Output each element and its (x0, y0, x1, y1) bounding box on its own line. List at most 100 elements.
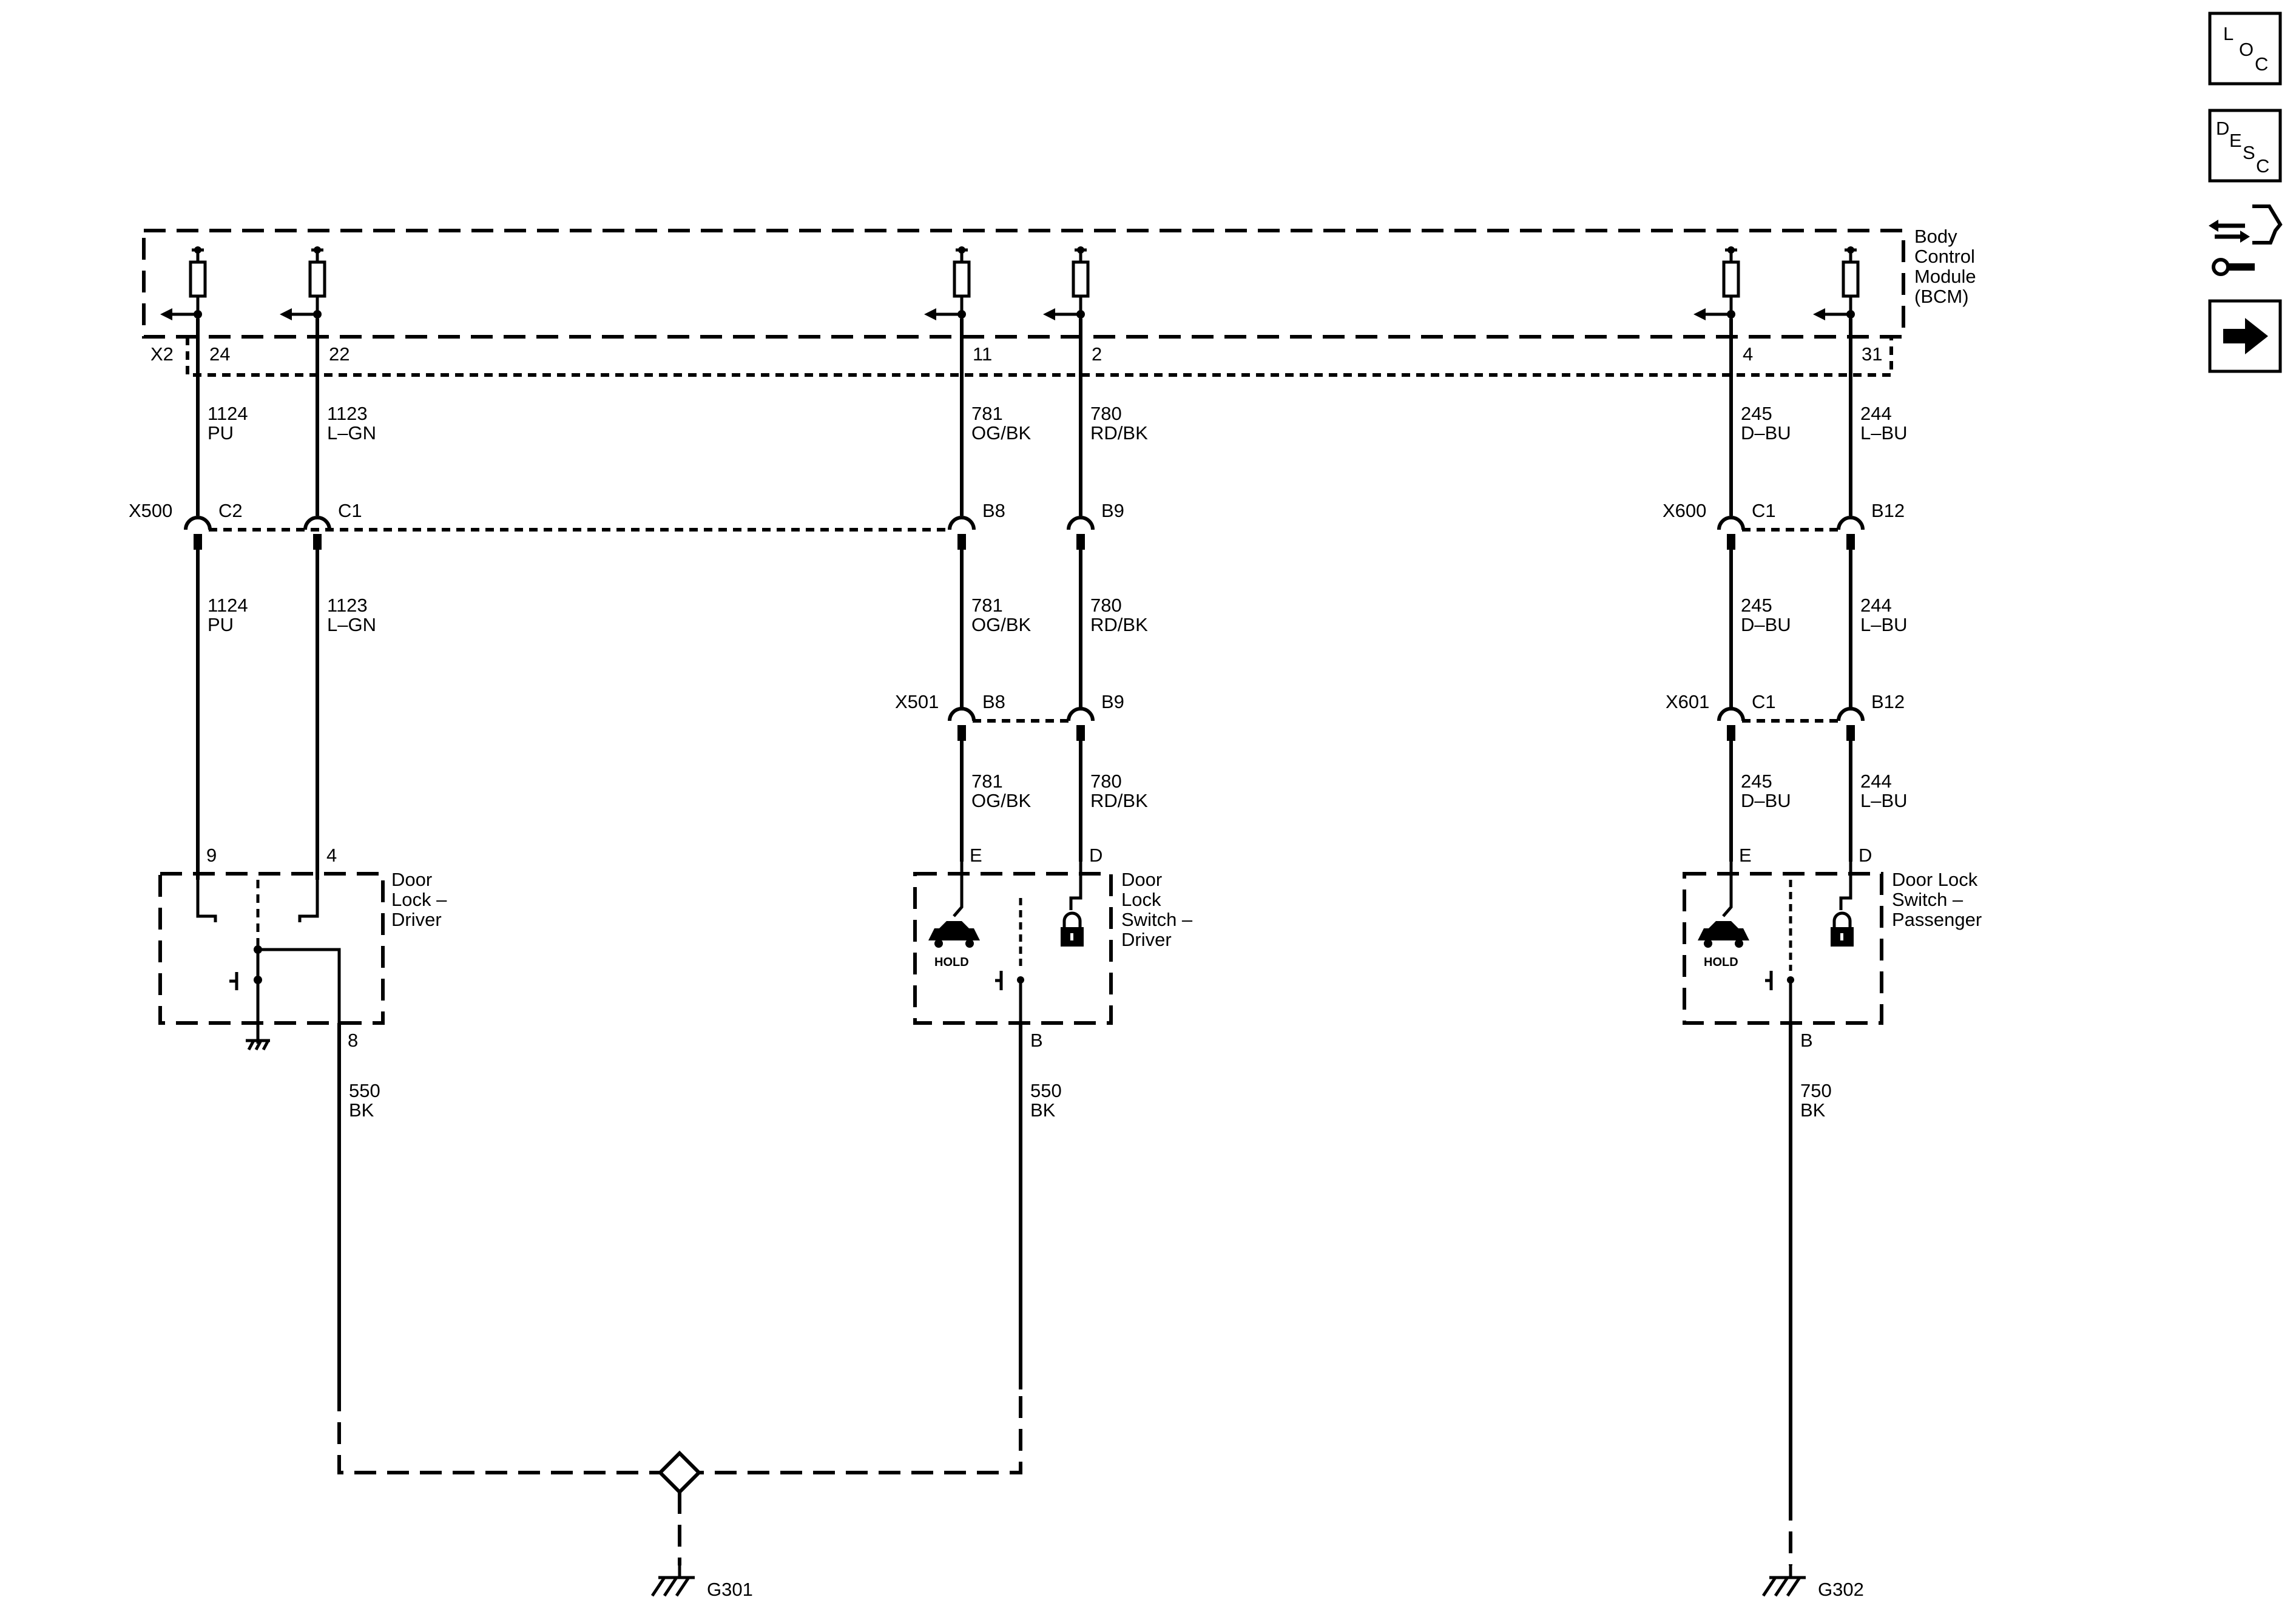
connector-pin: C2 (218, 500, 243, 521)
desc-letter: C (2256, 155, 2269, 177)
component-label-line-1: Door (1121, 869, 1162, 890)
bcm-pin-circuit (1693, 246, 1740, 320)
lock-icon (1061, 911, 1084, 947)
door-lock-switch-passenger: E D B Door Lock Switch – Passenger HOLD (1683, 845, 1982, 1051)
hold-label: HOLD (1704, 956, 1738, 969)
desc-letter: S (2243, 142, 2255, 163)
ground-g302: G302 (1761, 1565, 1864, 1600)
wire-circuit-label: 780 (1090, 771, 1122, 792)
connector-name: X501 (895, 691, 939, 712)
bcm-pin-circuit (1813, 246, 1860, 320)
ground-wires: 550 BK 550 BK 750 BK (337, 1023, 1832, 1565)
door-lock-driver: 9 4 8 Door Lock – Driver (158, 845, 447, 1051)
connector-name: X500 (129, 500, 172, 521)
wire-segments-middle (196, 550, 1852, 862)
connector-pin: B9 (1101, 691, 1124, 712)
wire-circuit-label: 781 (971, 595, 1003, 616)
component-label-line-1: Door Lock (1892, 869, 1978, 890)
wire-color-label: L–BU (1860, 422, 1908, 444)
component-label-line-2: Lock (1121, 889, 1161, 910)
lock-icon (1831, 911, 1854, 947)
loc-letter: O (2239, 39, 2254, 60)
wire-circuit-label: 244 (1860, 595, 1892, 616)
wire-color-label: OG/BK (971, 614, 1032, 635)
wire-color-label: PU (208, 614, 234, 635)
component-label-line-3: Passenger (1892, 909, 1982, 930)
bcm-label-line-3: Module (1914, 266, 1976, 287)
wire-color-label: L–BU (1860, 614, 1908, 635)
wire-circuit-label: 780 (1090, 403, 1122, 424)
wire-circuit-label: 550 (349, 1080, 380, 1101)
wire-color-label: PU (208, 422, 234, 444)
component-label-line-2: Lock – (391, 889, 447, 910)
bcm-pin-label: 24 (209, 343, 230, 365)
wire-segments-upper (196, 319, 1852, 516)
component-label-line-1: Door (391, 869, 432, 890)
wire-color-label: D–BU (1741, 790, 1791, 811)
arrow-right-icon (2223, 318, 2268, 354)
component-pin-label: D (1859, 845, 1872, 866)
wire-circuit-label: 244 (1860, 771, 1892, 792)
wire-color-label: OG/BK (971, 422, 1032, 444)
component-pin-label: 4 (326, 845, 337, 866)
wire-circuit-label: 1123 (327, 595, 368, 616)
wire-segments-lower (960, 741, 1852, 862)
component-pin-label: B (1030, 1030, 1043, 1051)
bcm-pin-circuit (280, 246, 326, 320)
wire-circuit-label: 1124 (208, 595, 248, 616)
wire-color-label: D–BU (1741, 614, 1791, 635)
bcm-pin-label: 31 (1862, 343, 1882, 365)
connector-pin: B9 (1101, 500, 1124, 521)
wire-circuit-label: 1124 (208, 403, 248, 424)
wire-circuit-label: 781 (971, 403, 1003, 424)
location-button[interactable]: L O C (2208, 12, 2282, 86)
component-pin-label: D (1089, 845, 1102, 866)
bcm-connector-label: X2 (150, 343, 174, 365)
bcm-pin-label: 2 (1092, 343, 1102, 365)
component-pin-label: E (970, 845, 982, 866)
next-page-button[interactable] (2208, 299, 2282, 373)
desc-letter: D (2216, 118, 2229, 139)
body-control-module: Body Control Module (BCM) X2 24 22 11 2 … (142, 226, 1976, 377)
connector-tool-icon[interactable] (2209, 204, 2283, 276)
wire-color-label: L–GN (327, 614, 376, 635)
wire-color-label: BK (349, 1099, 374, 1121)
inline-connector-x501: X501 B8 B9 (895, 691, 1124, 741)
component-pin-label: 9 (206, 845, 217, 866)
wire-circuit-label: 245 (1741, 403, 1772, 424)
connector-pin: B12 (1871, 500, 1905, 521)
component-pin-label: B (1800, 1030, 1813, 1051)
wire-color-label: OG/BK (971, 790, 1032, 811)
inline-connector-x500: X500 C2 C1 B8 B9 (129, 500, 1124, 550)
loc-letter: L (2223, 23, 2234, 44)
bcm-pin-label: 11 (973, 343, 992, 365)
component-label-line-3: Driver (391, 909, 442, 930)
description-button[interactable]: D E S C (2208, 109, 2282, 183)
wire-color-label: RD/BK (1090, 790, 1148, 811)
wire-labels-lower: 781 OG/BK 780 RD/BK 245 D–BU 244 L–BU (971, 771, 1908, 811)
wire-circuit-label: 244 (1860, 403, 1892, 424)
connector-name: X601 (1666, 691, 1709, 712)
wire-labels-upper: 1124 PU 1123 L–GN 781 OG/BK 780 RD/BK 24… (208, 403, 1908, 444)
loc-letter: C (2255, 53, 2268, 75)
hold-label: HOLD (934, 956, 969, 969)
bcm-pin-label: 4 (1743, 343, 1753, 365)
connector-pin: B8 (982, 691, 1005, 712)
connector-pin: C1 (1752, 500, 1776, 521)
wire-circuit-label: 781 (971, 771, 1003, 792)
connector-pin: B12 (1871, 691, 1905, 712)
door-lock-switch-driver: E D B Door Lock Switch – Driver HOLD (913, 845, 1193, 1051)
bcm-pin-circuit (1043, 246, 1090, 320)
connector-pin: C1 (338, 500, 362, 521)
ground-label: G302 (1818, 1579, 1864, 1600)
desc-letter: E (2229, 130, 2242, 151)
bcm-label-line-4: (BCM) (1914, 286, 1969, 307)
wire-color-label: RD/BK (1090, 422, 1148, 444)
wire-circuit-label: 780 (1090, 595, 1122, 616)
wire-circuit-label: 1123 (327, 403, 368, 424)
wire-color-label: D–BU (1741, 422, 1791, 444)
wire-labels-middle: 1124 PU 1123 L–GN 781 OG/BK 780 RD/BK 24… (208, 595, 1908, 635)
wire-circuit-label: 750 (1800, 1080, 1832, 1101)
car-hold-icon: HOLD (1698, 921, 1749, 969)
